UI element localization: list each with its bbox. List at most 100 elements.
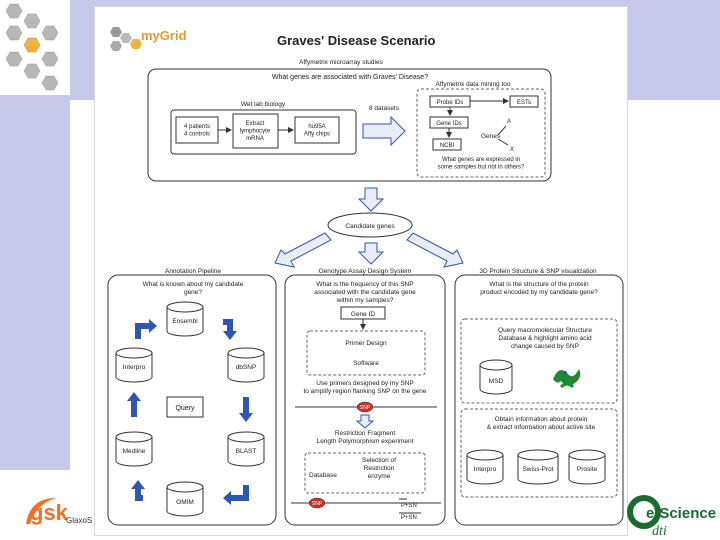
ests-box xyxy=(509,95,539,108)
ncbi-box xyxy=(432,138,462,151)
down-arrow-rflp xyxy=(355,414,375,429)
omim-text: OMIM xyxy=(176,499,194,506)
genotype-question-line: within my samples? xyxy=(336,297,394,304)
msd-db: MSD xyxy=(479,359,513,395)
arrow-up-right xyxy=(135,319,157,339)
extract-line: Extract xyxy=(246,121,265,127)
swissprot-text: Swiss-Prot xyxy=(522,466,553,473)
x-label: X xyxy=(510,147,514,153)
mygrid-hex-logo xyxy=(0,0,70,95)
selection-box xyxy=(304,452,426,494)
prosite-text: Prosite xyxy=(577,466,598,473)
annotation-label: Annotation Pipeline xyxy=(165,268,221,275)
snp2-text: SNP xyxy=(312,501,323,507)
selection-line: enzyme xyxy=(368,473,391,480)
chips-box xyxy=(294,116,340,144)
snp-marker xyxy=(356,401,374,413)
extract-box xyxy=(232,113,279,149)
slide: myGrid Graves' Disease Scenario Affymetr… xyxy=(94,6,628,536)
mygrid-logo: myGrid xyxy=(110,27,187,51)
down-arrow-candidate xyxy=(357,187,385,212)
omim-db: OMIM xyxy=(166,481,204,517)
protein-question-line: product encoded by my candidate gene? xyxy=(480,289,598,296)
page-title: Graves' Disease Scenario xyxy=(277,33,436,48)
obtain-text: Obtain information about protein& extrac… xyxy=(487,416,596,431)
protein-question-line: What is the structure of the protein xyxy=(489,281,589,288)
datasets-label: 8 datasets xyxy=(369,105,400,112)
msd-text: MSD xyxy=(489,378,504,385)
geneid-text: Gene ID xyxy=(351,311,376,318)
medline-text: Medline xyxy=(123,448,146,455)
genotype-label: Genotype Assay Design System xyxy=(319,268,412,275)
top-question: What genes are associated with Graves' D… xyxy=(272,74,428,81)
protein-query-line: Query macromolecular Structure xyxy=(498,327,592,334)
expressed-line: some samples but not in others? xyxy=(438,165,525,171)
prosite-db: Prosite xyxy=(568,449,606,485)
rflp-line: Length Polymorphism experiment xyxy=(317,438,414,445)
arrow-right-down xyxy=(406,232,464,268)
snp-marker-2 xyxy=(308,497,326,509)
blast-db: BLAST xyxy=(227,431,265,467)
snp-text: SNP xyxy=(360,405,371,411)
probeids-text: Probe IDs xyxy=(437,100,464,106)
expressed-question: What genes are expressed in some samples … xyxy=(438,157,525,171)
arrow-left-down xyxy=(274,232,332,268)
extract-line: mRNA xyxy=(246,136,264,142)
ppsn-text: P+SN xyxy=(401,515,417,521)
wetlab-label: Wet lab biology xyxy=(241,101,286,108)
chips-line: Affy chips xyxy=(304,132,330,138)
geneids-text: Gene IDs xyxy=(436,121,461,127)
protein-interpro-text: Interpro xyxy=(474,466,497,473)
genotype-question-line: associated with the candidate gene xyxy=(314,289,416,296)
primer-design-text: Primer Design xyxy=(345,340,387,347)
scenario-diagram: myGrid Graves' Disease Scenario Affymetr… xyxy=(107,27,624,526)
annotation-question-line: What is known about my candidate xyxy=(143,281,244,288)
database-text: Database xyxy=(309,472,337,479)
protein-label: 3D Protein Structure & SNP visualization xyxy=(479,268,597,275)
mygrid-brand: myGrid xyxy=(141,28,187,43)
use-primers-line: Use primers designed by my SNP xyxy=(316,380,414,387)
dbsnp-text: dbSNP xyxy=(236,364,257,371)
pasn-text: P+SN xyxy=(401,503,417,509)
arrow-center-down xyxy=(357,242,385,265)
primer-design-box xyxy=(306,330,426,376)
protein-query-line: Database & highlight amino acid xyxy=(498,335,592,342)
line xyxy=(497,138,509,146)
candidate-genes-text: Candidate genes xyxy=(345,223,395,230)
ncbi-text: NCBI xyxy=(440,143,455,149)
dbsnp-db: dbSNP xyxy=(227,347,265,383)
genotype-question-line: What is the frequency of this SNP xyxy=(316,281,413,288)
dti-text: dti xyxy=(652,524,667,538)
protein-interpro-db: Interpro xyxy=(466,449,504,485)
patients-line: 4 controls xyxy=(184,132,210,138)
chips-text: hu95A Affy chips xyxy=(304,124,330,138)
chips-line: hu95A xyxy=(308,124,325,130)
use-primers-line: to amplify region flanking SNP on the ge… xyxy=(303,388,426,395)
candidate-genes-oval xyxy=(327,212,413,238)
protein-query-line: change caused by SNP xyxy=(511,343,579,350)
a-label: A xyxy=(507,119,511,125)
swissprot-db: Swiss-Prot xyxy=(517,449,559,485)
line xyxy=(497,125,507,136)
rflp-line: Restriction Fragment xyxy=(335,430,396,437)
arrow-right-down xyxy=(223,319,237,340)
ests-text: ESTs xyxy=(517,100,531,106)
interpro-db: Interpro xyxy=(115,347,153,383)
arrow-up xyxy=(127,392,141,417)
gsk-logo xyxy=(26,498,56,524)
query-text: Query xyxy=(175,405,195,412)
obtain-line: & extract information about active site xyxy=(487,424,596,431)
patients-line: 4 patients xyxy=(184,124,210,130)
selection-line: Restriction xyxy=(364,465,395,472)
escience-text: e-Science xyxy=(646,505,716,522)
patients-text: 4 patients 4 controls xyxy=(184,124,210,138)
arrow-left-up xyxy=(131,480,145,501)
annotation-question-line: gene? xyxy=(184,289,202,296)
ensembl-text: Ensembl xyxy=(172,318,198,325)
expressed-line: What genes are expressed in xyxy=(442,157,520,163)
